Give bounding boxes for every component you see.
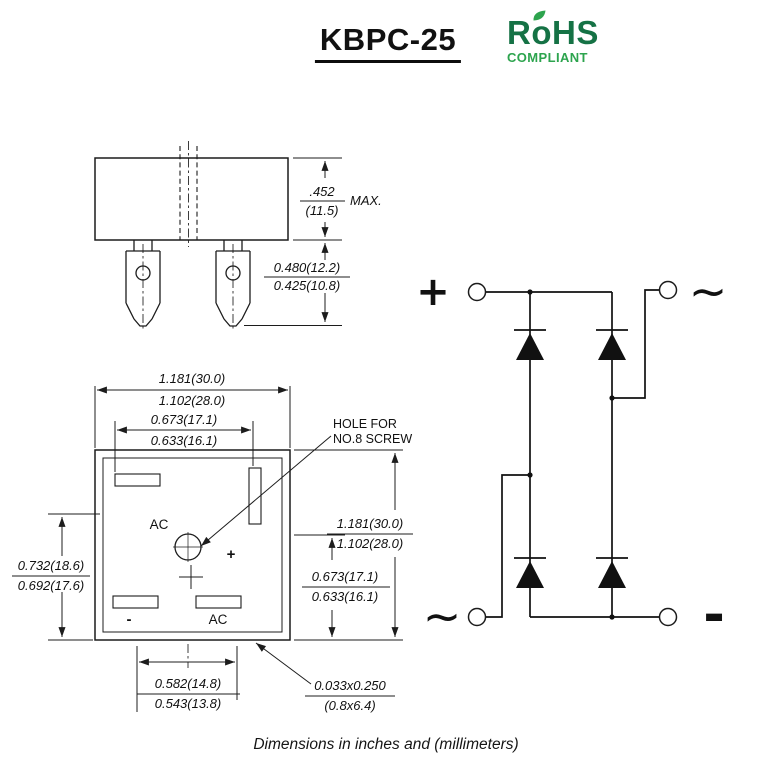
terminal-circle-plus xyxy=(467,282,487,302)
diode-triangle xyxy=(598,333,626,360)
dim-right-height-inner: 0.673(17.1) 0.633(16.1) xyxy=(294,534,390,637)
dim-text: 0.673(17.1) xyxy=(151,412,218,427)
package-outline xyxy=(94,449,291,641)
junction-dot xyxy=(609,614,615,620)
dim-text: 0.425(10.8) xyxy=(274,278,341,293)
plus-label: + xyxy=(227,546,236,563)
terminal-slot-bottom-center xyxy=(195,595,242,609)
rohs-leaf-icon xyxy=(533,10,546,21)
ac-label-top: AC xyxy=(150,517,169,532)
dim-right-height-outer: 1.181(30.0) 1.102(28.0) xyxy=(294,449,413,641)
diode-top-left xyxy=(514,329,546,360)
dimensions-note: Dimensions in inches and (millimeters) xyxy=(253,736,519,753)
minus-terminal-label: - xyxy=(703,585,725,645)
hole-note: HOLE FOR NO.8 SCREW xyxy=(200,417,412,547)
dim-body-height: .452 (11.5) MAX. xyxy=(293,157,382,241)
dim-width-inner: 0.673(17.1) 0.633(16.1) xyxy=(114,412,254,472)
side-view: .452 (11.5) MAX. 0.480(12.2) 0.425(10.8) xyxy=(94,141,382,331)
ac-label-bottom: AC xyxy=(209,612,228,627)
dim-text: 0.633(16.1) xyxy=(312,589,379,604)
dim-text: 0.732(18.6) xyxy=(18,558,85,573)
dim-text: 1.102(28.0) xyxy=(159,393,226,408)
rohs-logo: RoHS COMPLIANT xyxy=(507,10,599,65)
junction-dot xyxy=(527,289,533,295)
dim-left-height: 0.732(18.6) 0.692(17.6) xyxy=(12,513,100,641)
leader-line xyxy=(255,642,312,685)
rohs-compliant-text: COMPLIANT xyxy=(507,50,588,65)
dim-text: 1.181(30.0) xyxy=(159,371,226,386)
terminal-left xyxy=(125,240,161,331)
dim-text: 0.543(13.8) xyxy=(155,696,222,711)
dim-text: 0.673(17.1) xyxy=(312,569,379,584)
dim-text: 0.633(16.1) xyxy=(151,433,218,448)
junction-dot xyxy=(609,395,615,401)
dim-text: 1.102(28.0) xyxy=(337,536,404,551)
minus-label: - xyxy=(127,611,132,628)
dim-slot-size: 0.033x0.250 (0.8x6.4) xyxy=(255,642,395,713)
dim-text: .452 xyxy=(309,184,335,199)
terminal-circle-ac-bottom xyxy=(467,607,487,627)
page-title: KBPC-25 xyxy=(314,22,462,63)
dim-text: 0.480(12.2) xyxy=(274,260,341,275)
terminal-circle-ac-top xyxy=(658,280,678,300)
dim-terminal-length: 0.480(12.2) 0.425(10.8) xyxy=(244,243,350,326)
rohs-text: RoHS xyxy=(507,14,599,51)
package-body-outline xyxy=(94,157,289,241)
wire-ac-bottom-tap xyxy=(486,474,530,618)
diode-top-right xyxy=(596,329,628,360)
diode-triangle xyxy=(598,561,626,588)
ac-terminal-label-top: ~ xyxy=(689,264,728,318)
dim-text: (0.8x6.4) xyxy=(324,698,375,713)
note-text: HOLE FOR xyxy=(333,417,397,431)
diode-bottom-right xyxy=(596,557,628,588)
plus-terminal-label: + xyxy=(416,269,450,315)
terminal-circle-minus xyxy=(658,607,678,627)
top-view: AC + - AC 1.181(30.0) 1.102(28.0) 0.673(… xyxy=(12,371,413,713)
dim-text: 0.692(17.6) xyxy=(18,578,85,593)
junction-dot xyxy=(527,472,533,478)
dim-text: (11.5) xyxy=(306,203,339,218)
dim-text: MAX. xyxy=(350,193,382,208)
note-text: NO.8 SCREW xyxy=(333,432,412,446)
diode-triangle xyxy=(516,561,544,588)
terminal-slot-bottom-left xyxy=(112,595,159,609)
terminal-slot-top-left xyxy=(114,473,161,487)
package-inner-outline xyxy=(102,457,283,633)
terminal-right xyxy=(215,240,251,331)
dim-bottom-width: 0.582(14.8) 0.543(13.8) xyxy=(136,644,240,712)
wire-ac-top-tap xyxy=(612,289,659,399)
dim-text: 0.033x0.250 xyxy=(314,678,386,693)
bridge-circuit: + ~ ~ - xyxy=(416,264,727,645)
leader-line xyxy=(200,435,332,547)
dim-text: 1.181(30.0) xyxy=(337,516,404,531)
diode-bottom-left xyxy=(514,557,546,588)
dim-width-outer: 1.181(30.0) 1.102(28.0) xyxy=(94,371,291,448)
dim-text: 0.582(14.8) xyxy=(155,676,222,691)
ac-terminal-label-bottom: ~ xyxy=(423,589,462,643)
diode-triangle xyxy=(516,333,544,360)
terminal-slot-right xyxy=(248,467,262,525)
